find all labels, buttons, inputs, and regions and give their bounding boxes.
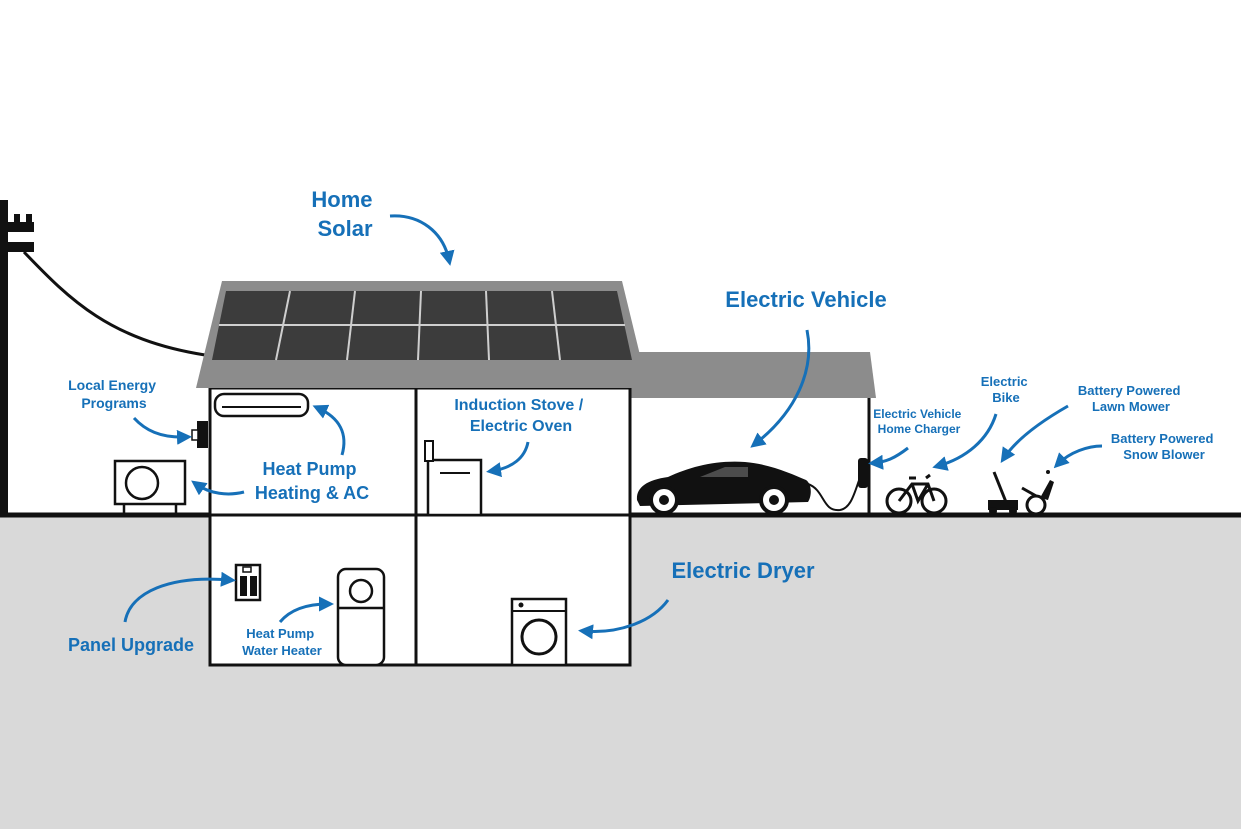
pointer-arrows <box>123 214 1103 640</box>
snow-blower-icon <box>1021 470 1054 516</box>
water-heater-label: Heat Pump Water Heater <box>242 626 322 658</box>
electric-bike-label: Electric Bike <box>981 374 1032 405</box>
dryer-icon <box>510 597 568 667</box>
labels: Home Solar Electric Vehicle Local Energy… <box>68 187 1217 658</box>
electric-vehicle-label: Electric Vehicle <box>725 287 886 312</box>
ev-charger-label: Electric Vehicle Home Charger <box>873 407 964 436</box>
ev-charger-icon <box>858 458 868 488</box>
electrical-panel-icon <box>234 563 262 602</box>
electric-dryer-label: Electric Dryer <box>671 558 815 583</box>
panel-upgrade-label: Panel Upgrade <box>68 635 194 655</box>
lawn-mower-label: Battery Powered Lawn Mower <box>1078 383 1184 414</box>
meter-icon <box>191 421 208 448</box>
lawn-mower-icon <box>988 471 1018 515</box>
heat-pump-hvac-label: Heat Pump Heating & AC <box>255 459 369 503</box>
induction-stove-label: Induction Stove / Electric Oven <box>454 397 587 435</box>
mini-split-icon <box>213 392 310 418</box>
home-solar-label: Home Solar <box>311 187 378 241</box>
bicycle-icon <box>885 473 948 515</box>
local-energy-programs-label: Local Energy Programs <box>68 377 160 411</box>
snow-blower-label: Battery Powered Snow Blower <box>1111 431 1217 462</box>
solar-panel-icon <box>212 290 632 361</box>
utility-pole-icon <box>0 200 206 515</box>
water-heater-icon <box>336 567 386 667</box>
heat-pump-unit-icon <box>113 459 187 513</box>
car-icon <box>636 461 862 515</box>
stove-icon <box>424 440 483 517</box>
